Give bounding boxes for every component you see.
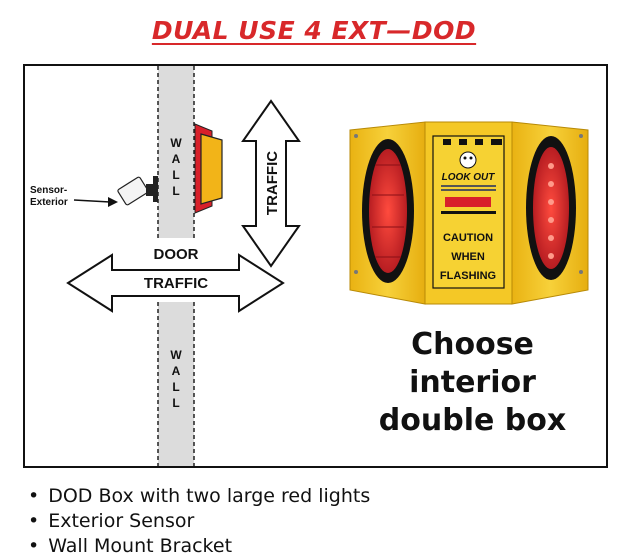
wall-lower: [157, 302, 195, 466]
feature-item: Wall Mount Bracket: [28, 534, 370, 559]
wall-bottom-letter: W: [170, 348, 182, 362]
red-light-right: [526, 136, 576, 280]
traffic-vertical-arrow: [241, 99, 301, 268]
wall-top-letter: L: [172, 184, 179, 198]
traffic-vertical-label: TRAFFIC: [264, 151, 281, 215]
door-label: DOOR: [154, 246, 199, 263]
wall-top-letter: W: [170, 136, 182, 150]
sign-caution-line: WHEN: [451, 251, 485, 263]
traffic-horizontal-label: TRAFFIC: [144, 275, 208, 292]
traffic-horizontal-arrow: [66, 253, 285, 313]
feature-item: DOD Box with two large red lights: [28, 484, 370, 509]
sensor-pointer-arrow: [73, 197, 118, 207]
page-title: DUAL USE 4 EXT—DOD: [0, 16, 628, 45]
choose-line: double box: [378, 403, 567, 438]
choose-line: interior: [409, 365, 536, 400]
wall-bottom-letter: L: [172, 396, 179, 410]
wall-upper: [157, 66, 195, 238]
red-light-left: [362, 139, 414, 283]
choose-text: Choose interior double box: [355, 326, 590, 440]
sign-caution-line: CAUTION: [443, 232, 493, 244]
feature-item: Exterior Sensor: [28, 509, 370, 534]
wall-bottom-letter: A: [172, 364, 181, 378]
wall-top-letter: L: [172, 168, 179, 182]
wall-top-letter: A: [172, 152, 181, 166]
mounted-box-icon: [194, 123, 223, 214]
title-text: DUAL USE 4 EXT—DOD: [151, 16, 477, 45]
sign-brand: LOOK OUT: [442, 172, 496, 183]
sensor-label: Exterior: [30, 197, 68, 208]
wall-bottom-letter: L: [172, 380, 179, 394]
sensor-label: Sensor-: [30, 185, 67, 196]
feature-list: DOD Box with two large red lights Exteri…: [28, 484, 370, 559]
sign-caution-line: FLASHING: [440, 270, 496, 282]
caution-sign: [432, 135, 505, 289]
choose-line: Choose: [411, 327, 534, 362]
sensor-icon: [117, 176, 158, 206]
